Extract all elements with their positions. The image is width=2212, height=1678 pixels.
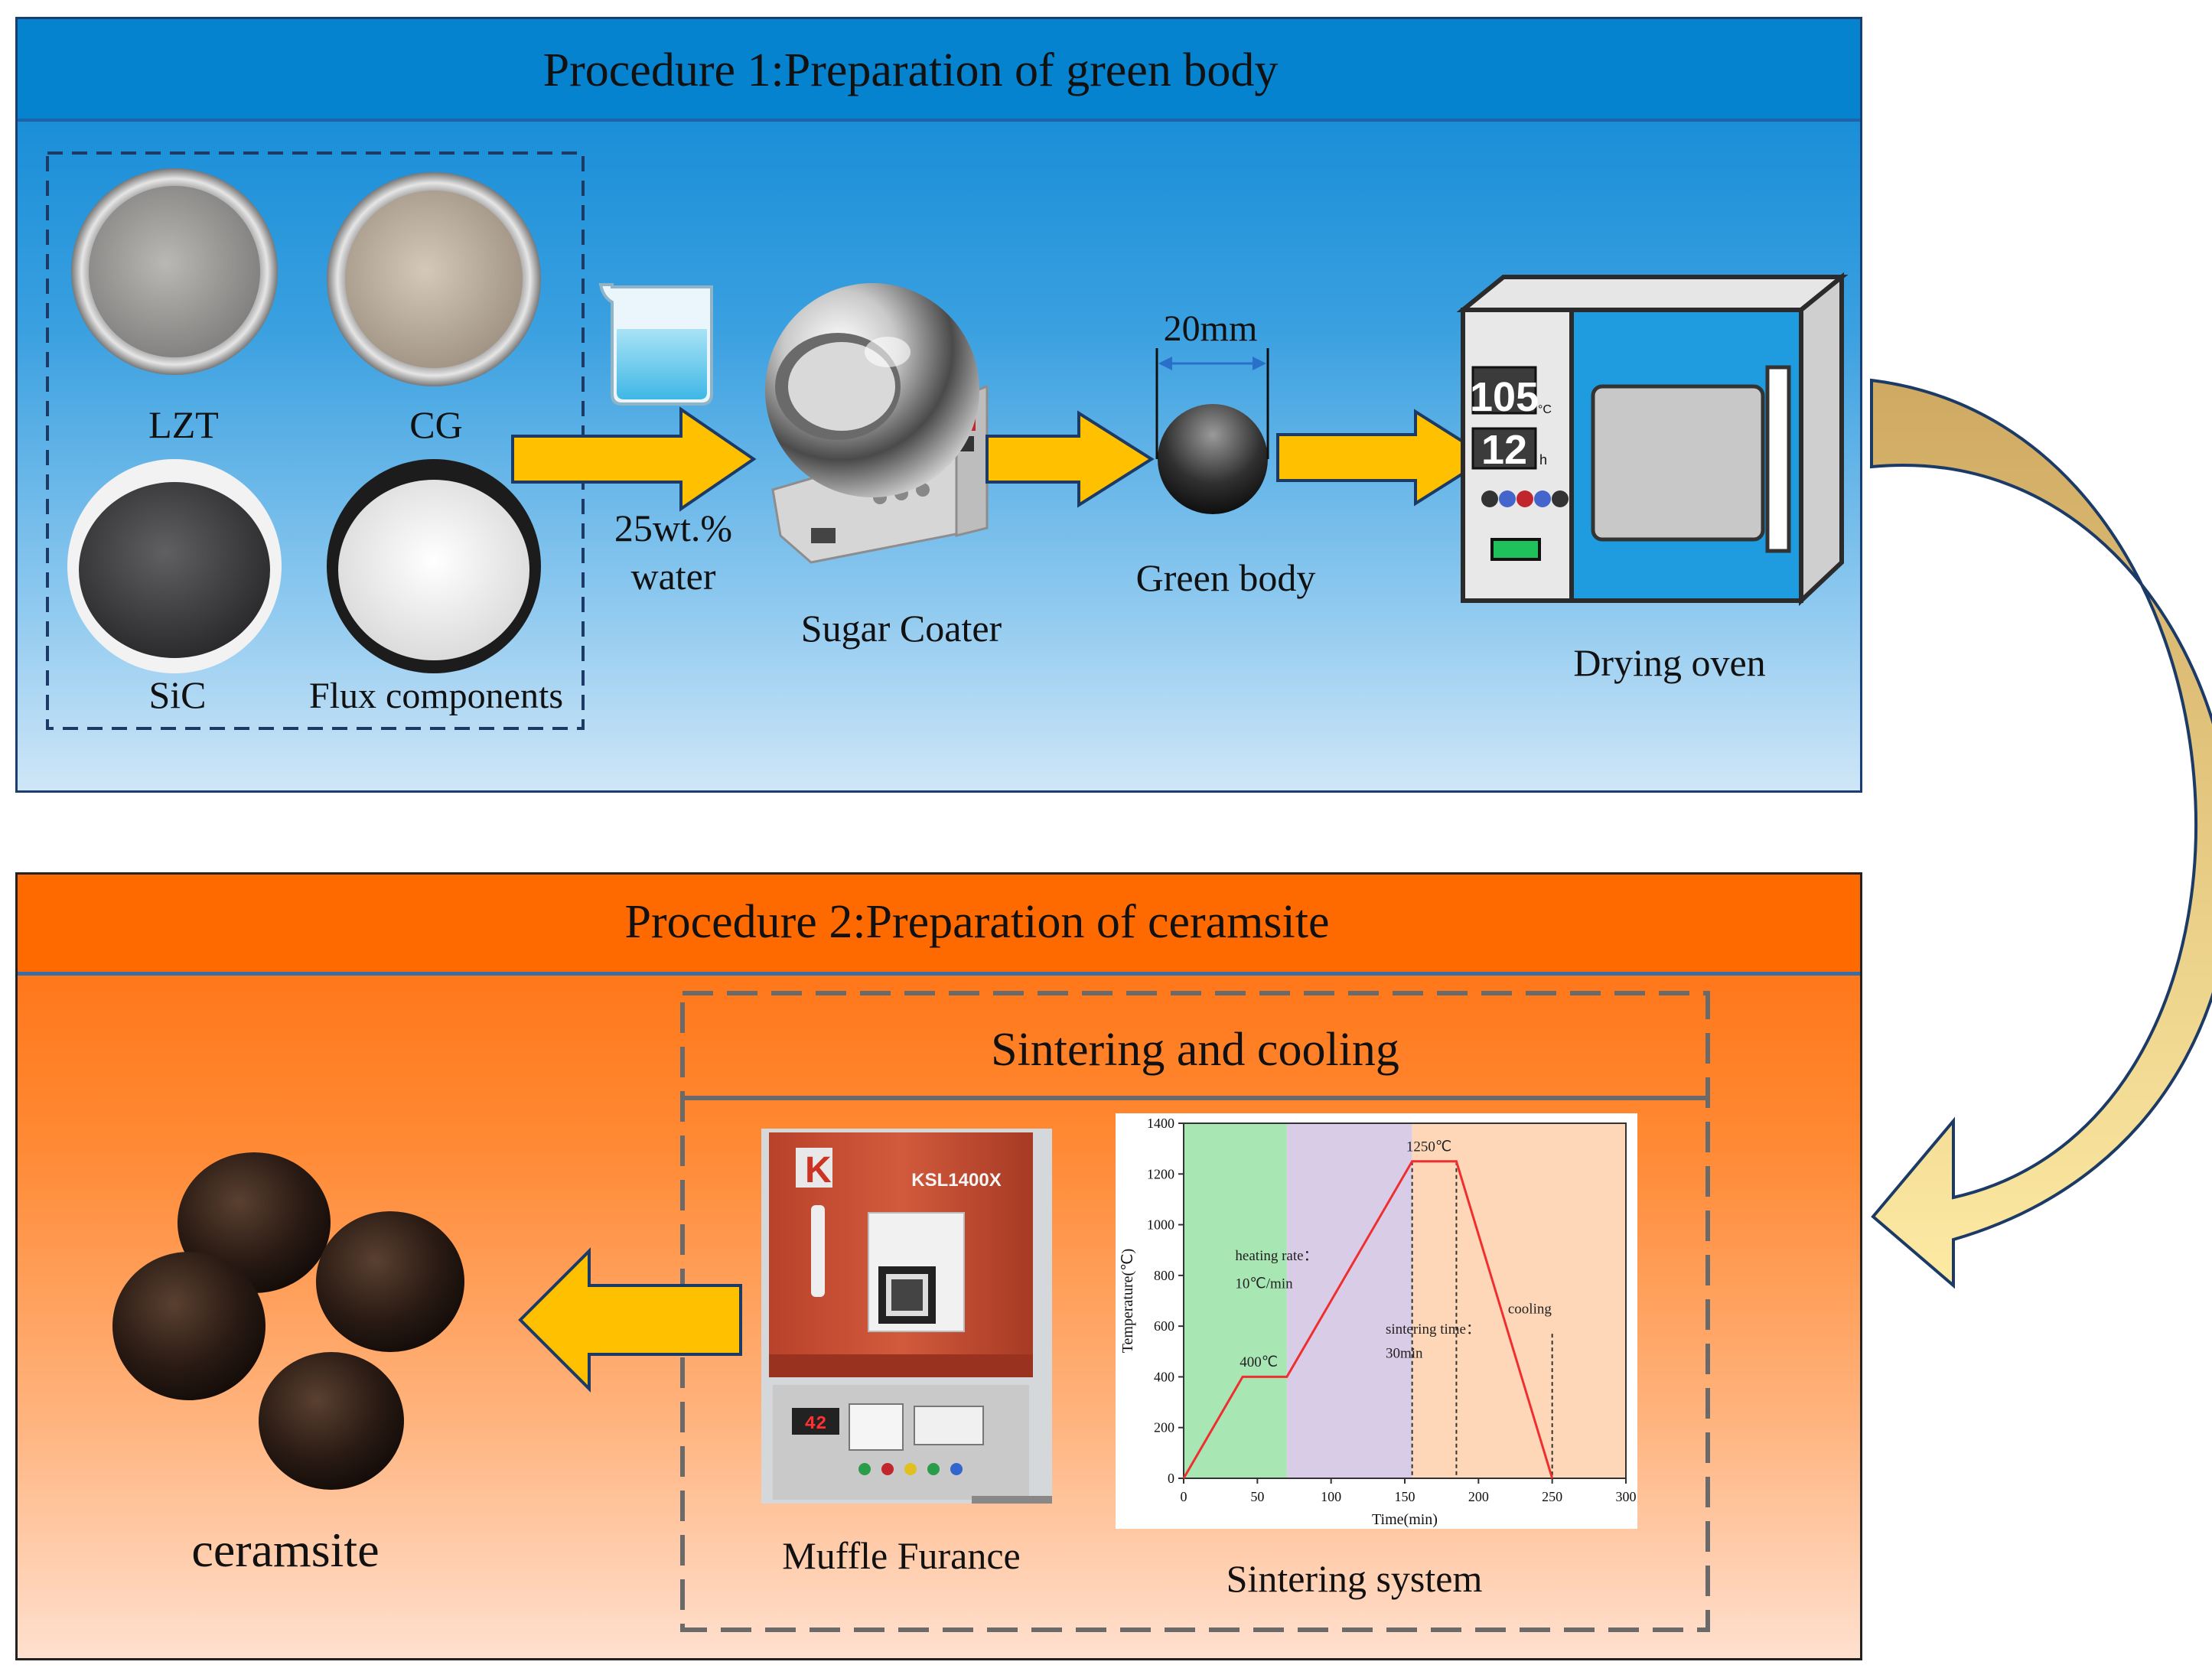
procedure1-header — [18, 19, 1860, 122]
oven-temperature-unit: °C — [1538, 403, 1552, 416]
chart-region-1 — [1184, 1123, 1287, 1478]
chart-x-axis-label: Time(min) — [1372, 1511, 1438, 1528]
oven-temperature-display: 105 — [1470, 374, 1539, 420]
chart-x-tick-label: 250 — [1542, 1489, 1562, 1504]
sintering-title: Sintering and cooling — [991, 1024, 1399, 1076]
sintering-chart: 0 50 100 150 200 250 300 0 200 400 600 800 1000 1200 1… — [1116, 1113, 1637, 1529]
flow-arrow-to-ceramsite — [518, 1247, 742, 1393]
chart-annotation: 1250℃ — [1406, 1139, 1451, 1155]
chart-region-2 — [1286, 1123, 1412, 1478]
material-label-flux: Flux components — [309, 676, 563, 716]
ceramsite-label: ceramsite — [191, 1523, 379, 1577]
flow-arrow-1 — [511, 406, 757, 512]
water-amount-label: 25wt.% — [614, 507, 732, 549]
chart-x-tick-label: 150 — [1395, 1489, 1415, 1504]
procedure2-header — [18, 875, 1860, 976]
curved-transition-arrow — [1870, 378, 2212, 1289]
procedure2-title: Procedure 2:Preparation of ceramsite — [624, 896, 1329, 948]
green-body-label: Green body — [1136, 556, 1316, 599]
sugar-coater-machine — [765, 283, 989, 564]
procedure1-title: Procedure 1:Preparation of green body — [543, 44, 1279, 96]
chart-x-tick-label: 0 — [1181, 1489, 1187, 1504]
flow-arrow-2 — [985, 410, 1155, 508]
chart-region-3 — [1412, 1123, 1626, 1478]
green-body-sphere — [1155, 348, 1269, 514]
chart-x-tick-label: 200 — [1468, 1489, 1489, 1504]
chart-annotation: sintering time： — [1386, 1321, 1481, 1338]
cg-powder-dish — [327, 172, 541, 386]
material-label-lzt: LZT — [148, 403, 219, 446]
oven-time-unit: h — [1539, 452, 1547, 468]
drying-oven — [1456, 272, 1849, 606]
chart-y-tick-label: 1000 — [1147, 1217, 1174, 1233]
chart-y-axis-label: Temperature(℃) — [1119, 1249, 1136, 1354]
sic-powder — [67, 459, 282, 673]
diameter-label: 20mm — [1164, 308, 1258, 349]
flux-powder — [327, 459, 541, 673]
chart-y-tick-label: 200 — [1154, 1420, 1174, 1435]
chart-x-tick-label: 50 — [1250, 1489, 1264, 1504]
water-label: water — [630, 555, 715, 598]
svg-text:K: K — [805, 1150, 832, 1191]
chart-x-tick-label: 300 — [1616, 1489, 1637, 1504]
chart-y-tick-label: 800 — [1154, 1268, 1174, 1283]
chart-x-tick-label: 100 — [1321, 1489, 1341, 1504]
sugar-coater-label: Sugar Coater — [801, 607, 1002, 650]
chart-y-tick-label: 600 — [1154, 1318, 1174, 1334]
chart-series-line — [1182, 1160, 1554, 1479]
chart-annotation: 400℃ — [1240, 1354, 1278, 1370]
ceramsite-pellets — [112, 1152, 464, 1490]
flow-arrow-3 — [1276, 409, 1491, 507]
drying-oven-label: Drying oven — [1573, 641, 1765, 684]
material-label-sic: SiC — [148, 673, 206, 716]
sintering-group-box — [680, 991, 1710, 1632]
material-label-cg: CG — [409, 403, 462, 446]
muffle-furnace-label: Muffle Furance — [782, 1534, 1020, 1577]
furnace-model-label: KSL1400X — [911, 1170, 1001, 1191]
sintering-system-caption: Sintering system — [1227, 1557, 1483, 1600]
chart-y-tick-label: 0 — [1168, 1471, 1174, 1486]
chart-annotation: 30min — [1386, 1346, 1423, 1362]
chart-annotation: 10℃/min — [1235, 1276, 1293, 1292]
chart-y-tick-label: 400 — [1154, 1369, 1174, 1384]
chart-annotation: heating rate： — [1235, 1248, 1318, 1264]
chart-y-tick-label: 1400 — [1147, 1116, 1174, 1131]
muffle-furnace-photo: K — [761, 1129, 1052, 1504]
chart-annotation: cooling — [1508, 1302, 1552, 1318]
chart-y-tick-label: 1200 — [1147, 1166, 1174, 1181]
furnace-display-readout: 42 — [805, 1414, 827, 1435]
lzt-powder-dish — [71, 168, 278, 375]
oven-time-display: 12 — [1481, 427, 1527, 473]
water-beaker-icon — [598, 283, 713, 406]
